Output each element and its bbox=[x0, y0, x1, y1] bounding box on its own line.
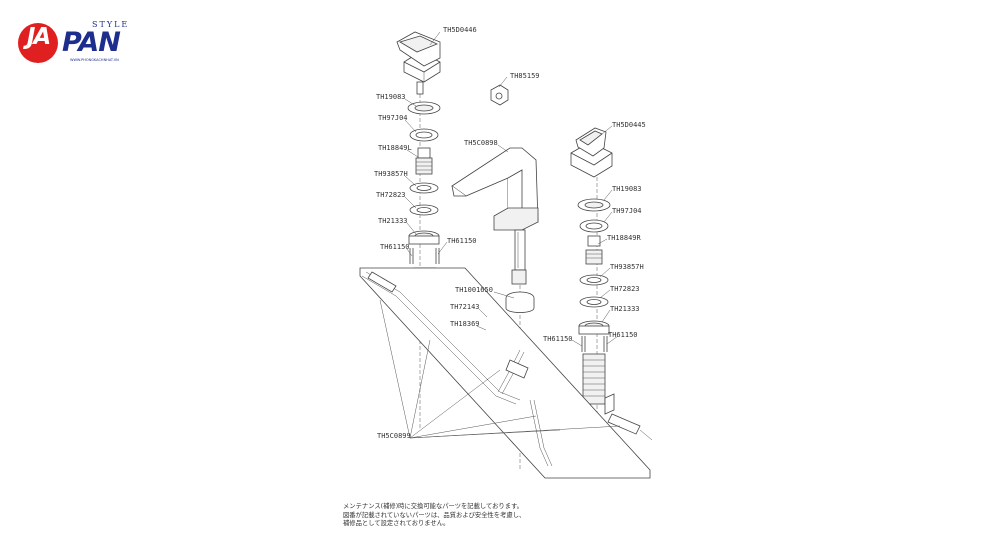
label-leader-lines bbox=[404, 31, 619, 347]
small-fitting-drawing bbox=[490, 84, 509, 106]
japan-style-logo: JA PAN STYLE WWW.PHONGKACHNHAT.VN bbox=[16, 20, 131, 65]
logo-red-circle bbox=[18, 23, 58, 63]
maintenance-notes: メンテナンス(補修)時に交換可能なパーツを記載しております。 図番が記載されてい… bbox=[343, 503, 525, 529]
label-p19: TH93857H bbox=[610, 263, 644, 271]
label-p24: TH5C0899 bbox=[377, 432, 411, 440]
label-p14: TH18369 bbox=[450, 320, 480, 328]
label-p5: TH18849L bbox=[378, 144, 412, 152]
label-p2: TH85159 bbox=[510, 72, 540, 80]
note-line-2: 図番が記載されていないパーツは、品質および安全性を考慮し、 bbox=[343, 511, 526, 519]
label-p10: TH61150 bbox=[447, 237, 477, 245]
logo-style: STYLE bbox=[92, 20, 130, 29]
label-p13: TH72143 bbox=[450, 303, 480, 311]
label-p6: TH93857H bbox=[374, 170, 408, 178]
label-p12: TH1001650 bbox=[455, 286, 493, 294]
note-line-1: メンテナンス(補修)時に交換可能なパーツを記載しております。 bbox=[343, 503, 523, 510]
label-p15: TH5D0445 bbox=[612, 121, 646, 129]
right-valve-stack bbox=[577, 198, 615, 415]
label-p20: TH72823 bbox=[610, 285, 640, 293]
hose-leader-lines bbox=[379, 299, 621, 439]
left-handle-drawing bbox=[396, 31, 441, 95]
label-p7: TH72823 bbox=[376, 191, 406, 199]
spout-drawing bbox=[451, 147, 539, 313]
label-p17: TH97J04 bbox=[612, 207, 642, 215]
label-p21: TH21333 bbox=[610, 305, 640, 313]
label-p9: TH61150 bbox=[380, 243, 410, 251]
label-p8: TH21333 bbox=[378, 217, 408, 225]
label-p23: TH61150 bbox=[608, 331, 638, 339]
label-p4: TH97J04 bbox=[378, 114, 408, 122]
logo-word: PAN bbox=[62, 27, 121, 58]
label-p11: TH5C0898 bbox=[464, 139, 498, 147]
label-p18: TH18849R bbox=[607, 234, 642, 242]
right-handle-drawing bbox=[570, 127, 613, 178]
logo-url: WWW.PHONGKACHNHAT.VN bbox=[70, 58, 119, 62]
note-line-3: 補修品として設定されておりません。 bbox=[343, 520, 450, 527]
label-p1: TH5D0446 bbox=[443, 26, 477, 34]
hose-assembly-drawing bbox=[359, 267, 653, 479]
logo-mark: JA bbox=[26, 24, 51, 50]
label-p3: TH19083 bbox=[376, 93, 406, 101]
label-p22: TH61150 bbox=[543, 335, 573, 343]
part-labels: TH5D0446 TH85159 TH19083 TH97J04 TH18849… bbox=[374, 26, 646, 440]
label-p16: TH19083 bbox=[612, 185, 642, 193]
